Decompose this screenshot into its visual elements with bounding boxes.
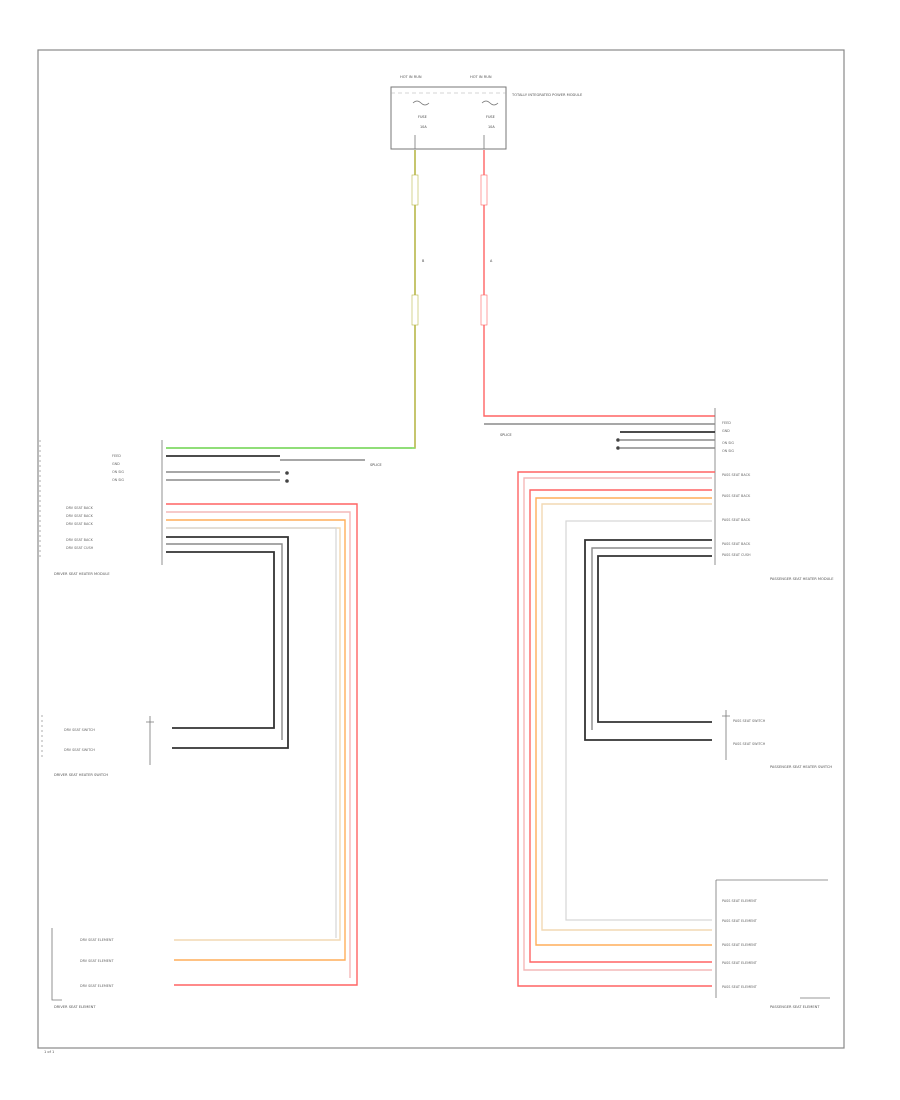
passenger-switch-pin-2: PASS SEAT SWITCH bbox=[733, 742, 766, 746]
driver-pin-6: DRV SEAT BACK bbox=[66, 514, 94, 518]
driver-module: FEED GND ON SIG ON SIG DRV SEAT BACK DRV… bbox=[39, 440, 415, 986]
driver-element-name: DRIVER SEAT ELEMENT bbox=[54, 1005, 96, 1009]
passenger-pin-6: PASS SEAT BACK bbox=[722, 494, 751, 498]
passenger-element-pin-3: PASS SEAT ELEMENT bbox=[722, 943, 758, 947]
driver-element-pin-2: DRV SEAT ELEMENT bbox=[80, 959, 114, 963]
fuse-block-side-label: TOTALLY INTEGRATED POWER MODULE bbox=[511, 93, 583, 97]
passenger-pin-1: FEED bbox=[722, 421, 731, 425]
diagram-frame bbox=[37, 49, 845, 1049]
passenger-switch-pin-1: PASS SEAT SWITCH bbox=[733, 719, 766, 723]
driver-module-name: DRIVER SEAT HEATER MODULE bbox=[54, 572, 110, 576]
passenger-pin-4: ON SIG bbox=[722, 449, 734, 453]
passenger-pin-2: GND bbox=[722, 429, 730, 433]
passenger-switch: PASS SEAT SWITCH PASS SEAT SWITCH PASSEN… bbox=[722, 710, 832, 769]
driver-pin-2: GND bbox=[112, 462, 120, 466]
driver-pin-7: DRV SEAT BACK bbox=[66, 522, 94, 526]
passenger-pin-7: PASS SEAT BACK bbox=[722, 518, 751, 522]
fuse-left-amp: 10A bbox=[420, 125, 427, 129]
driver-pin-8: DRV SEAT BACK bbox=[66, 538, 94, 542]
page-number: 1 of 1 bbox=[44, 1050, 54, 1054]
driver-switch-pin-1: DRV SEAT SWITCH bbox=[64, 728, 95, 732]
driver-switch: DRV SEAT SWITCH DRV SEAT SWITCH DRIVER S… bbox=[41, 715, 154, 777]
passenger-pin-5: PASS SEAT BACK bbox=[722, 473, 751, 477]
passenger-switch-name: PASSENGER SEAT HEATER SWITCH bbox=[770, 765, 832, 769]
feed-wires: B A bbox=[166, 150, 715, 449]
passenger-module: FEED GND ON SIG ON SIG PASS SEAT BACK PA… bbox=[484, 408, 834, 987]
driver-pin-5: DRV SEAT BACK bbox=[66, 506, 94, 510]
passenger-element-pin-1: PASS SEAT ELEMENT bbox=[722, 899, 758, 903]
driver-pin-9: DRV SEAT CUSH bbox=[66, 546, 94, 550]
right-feed-code: A bbox=[490, 259, 493, 263]
passenger-pin-3: ON SIG bbox=[722, 441, 734, 445]
driver-switch-pin-2: DRV SEAT SWITCH bbox=[64, 748, 95, 752]
passenger-pin-8: PASS SEAT BACK bbox=[722, 542, 751, 546]
driver-element-pin-1: DRV SEAT ELEMENT bbox=[80, 938, 114, 942]
passenger-element: PASS SEAT ELEMENT PASS SEAT ELEMENT PASS… bbox=[715, 879, 830, 1009]
fuse-right-label: FUSE bbox=[486, 115, 495, 119]
passenger-element-pin-5: PASS SEAT ELEMENT bbox=[722, 985, 758, 989]
driver-pin-4: ON SIG bbox=[112, 478, 124, 482]
driver-element-pin-3: DRV SEAT ELEMENT bbox=[80, 984, 114, 988]
right-splice-note: SPLICE bbox=[500, 433, 512, 437]
driver-switch-name: DRIVER SEAT HEATER SWITCH bbox=[54, 773, 108, 777]
passenger-element-pin-4: PASS SEAT ELEMENT bbox=[722, 961, 758, 965]
fuse-heading-right: HOT IN RUN bbox=[470, 75, 492, 79]
left-feed-code: B bbox=[422, 259, 425, 263]
fuse-right-amp: 10A bbox=[488, 125, 495, 129]
passenger-module-name: PASSENGER SEAT HEATER MODULE bbox=[770, 577, 834, 581]
left-splice-note: SPLICE bbox=[370, 463, 382, 467]
driver-pin-3: ON SIG bbox=[112, 470, 124, 474]
fuse-heading-left: HOT IN RUN bbox=[400, 75, 422, 79]
passenger-element-name: PASSENGER SEAT ELEMENT bbox=[770, 1005, 820, 1009]
passenger-element-pin-2: PASS SEAT ELEMENT bbox=[722, 919, 758, 923]
fuse-left-label: FUSE bbox=[418, 115, 427, 119]
driver-element: DRV SEAT ELEMENT DRV SEAT ELEMENT DRV SE… bbox=[51, 928, 114, 1009]
passenger-pin-9: PASS SEAT CUSH bbox=[722, 553, 751, 557]
driver-pin-1: FEED bbox=[112, 454, 121, 458]
fuse-block: HOT IN RUN HOT IN RUN FUSE 10A FUSE 10A … bbox=[390, 75, 583, 150]
